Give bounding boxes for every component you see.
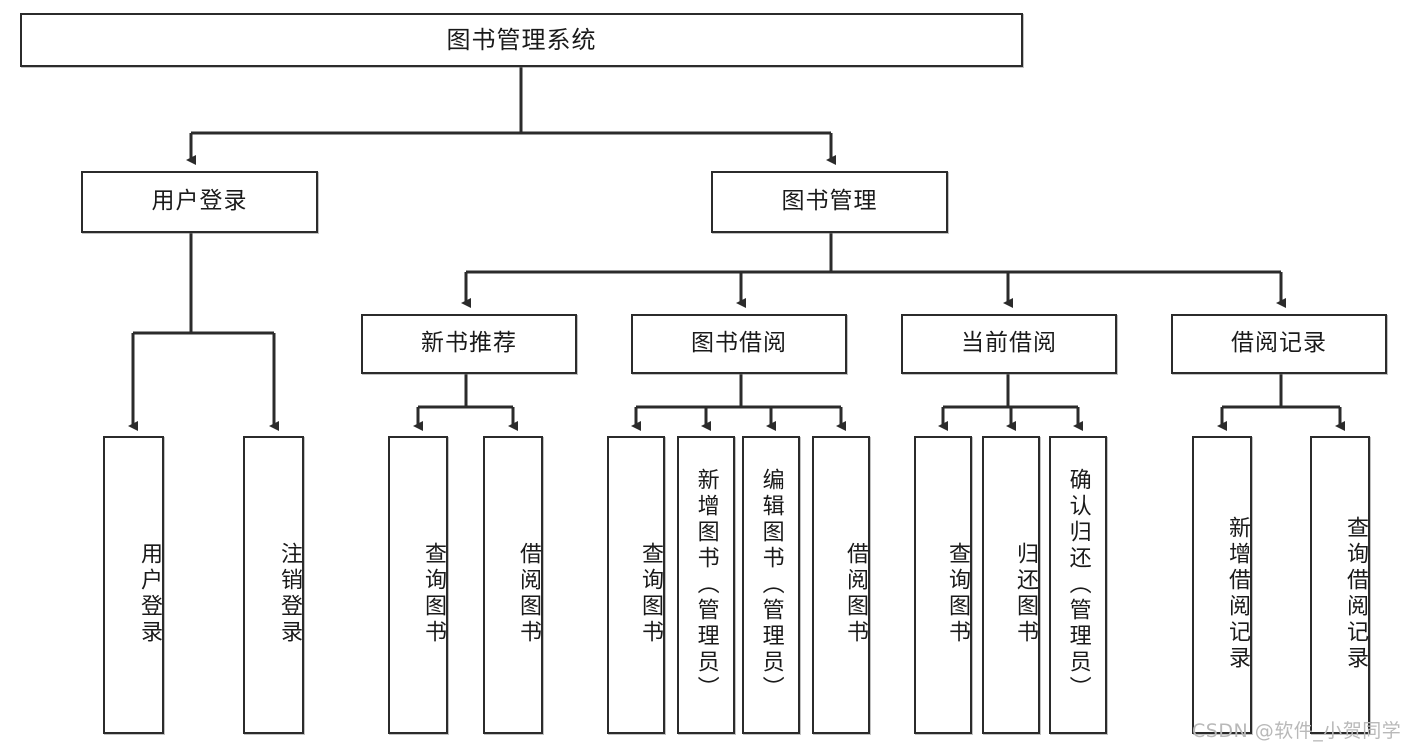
node-leaf-query-book-recommend[interactable]: 查询图书 xyxy=(388,436,448,734)
node-label: 新增图书（管理员） xyxy=(693,468,719,702)
node-label: 借阅记录 xyxy=(1231,330,1327,357)
node-leaf-query-book-current[interactable]: 查询图书 xyxy=(914,436,972,734)
node-label: 借阅图书 xyxy=(516,542,541,646)
node-leaf-confirm-return-admin[interactable]: 确认归还（管理员） xyxy=(1049,436,1107,734)
node-user-login[interactable]: 用户登录 xyxy=(81,171,318,233)
node-label: 查询图书 xyxy=(421,542,446,646)
node-book-borrow[interactable]: 图书借阅 xyxy=(631,314,847,374)
node-leaf-query-borrow-record[interactable]: 查询借阅记录 xyxy=(1310,436,1370,734)
node-borrow-record[interactable]: 借阅记录 xyxy=(1171,314,1387,374)
node-leaf-logout[interactable]: 注销登录 xyxy=(243,436,304,734)
node-label: 编辑图书（管理员） xyxy=(758,468,784,702)
node-leaf-query-book-borrow[interactable]: 查询图书 xyxy=(607,436,665,734)
node-label: 新增借阅记录 xyxy=(1225,516,1250,672)
node-leaf-borrow-book[interactable]: 借阅图书 xyxy=(812,436,870,734)
node-leaf-return-book[interactable]: 归还图书 xyxy=(982,436,1040,734)
node-label: 用户登录 xyxy=(137,542,162,646)
csdn-watermark: CSDN @软件_小贺同学 xyxy=(1192,716,1401,743)
node-book-management[interactable]: 图书管理 xyxy=(711,171,948,233)
node-root-system[interactable]: 图书管理系统 xyxy=(20,13,1023,67)
node-leaf-borrow-book-recommend[interactable]: 借阅图书 xyxy=(483,436,543,734)
node-current-borrow[interactable]: 当前借阅 xyxy=(901,314,1117,374)
node-label: 确认归还（管理员） xyxy=(1065,468,1091,702)
node-label: 查询图书 xyxy=(945,542,970,646)
node-new-book-recommend[interactable]: 新书推荐 xyxy=(361,314,577,374)
node-leaf-user-login[interactable]: 用户登录 xyxy=(103,436,164,734)
node-leaf-edit-book-admin[interactable]: 编辑图书（管理员） xyxy=(742,436,800,734)
node-label: 用户登录 xyxy=(151,188,248,215)
node-leaf-add-borrow-record[interactable]: 新增借阅记录 xyxy=(1192,436,1252,734)
node-label: 查询借阅记录 xyxy=(1343,516,1368,672)
node-label: 查询图书 xyxy=(638,542,663,646)
node-label: 新书推荐 xyxy=(421,330,517,357)
node-label: 图书管理 xyxy=(781,188,878,215)
node-label: 注销登录 xyxy=(277,542,302,646)
node-label: 图书借阅 xyxy=(691,330,787,357)
watermark-label: CSDN @软件_小贺同学 xyxy=(1192,720,1402,742)
node-label: 图书管理系统 xyxy=(446,25,597,54)
node-label: 归还图书 xyxy=(1013,542,1038,646)
node-label: 当前借阅 xyxy=(961,330,1057,357)
node-leaf-add-book-admin[interactable]: 新增图书（管理员） xyxy=(677,436,735,734)
node-label: 借阅图书 xyxy=(843,542,868,646)
